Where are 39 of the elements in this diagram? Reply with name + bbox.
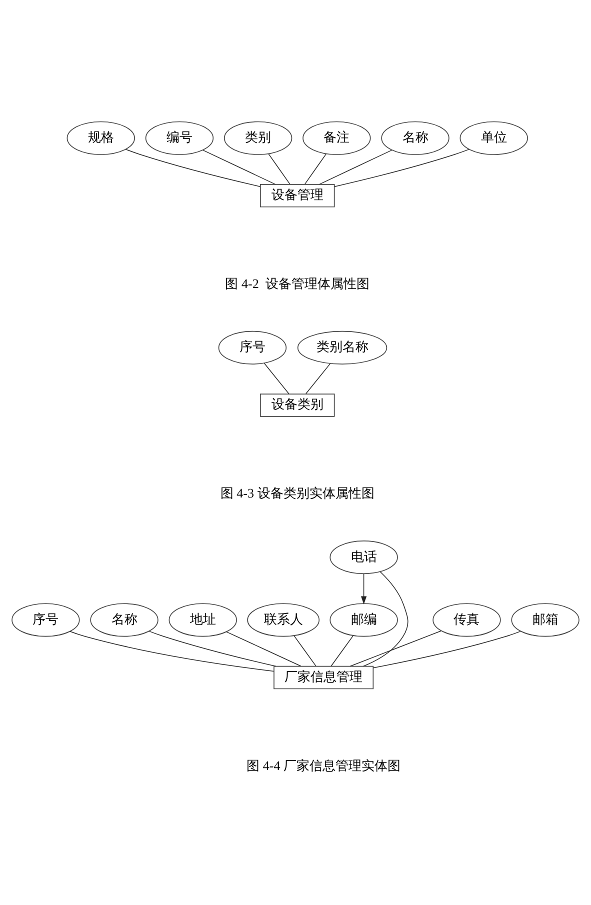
node-box: 厂家信息管理 — [274, 666, 374, 690]
node-ellipse: 邮编 — [330, 603, 398, 637]
node-ellipse: 编号 — [145, 121, 214, 155]
connector — [294, 635, 316, 666]
arrow — [360, 574, 367, 604]
connector — [372, 630, 521, 668]
connector — [330, 635, 354, 667]
node-ellipse: 名称 — [381, 121, 450, 155]
connector — [334, 148, 470, 187]
connector — [319, 150, 392, 185]
connector — [202, 150, 276, 185]
node-ellipse: 电话 — [330, 540, 398, 574]
node-ellipse: 类别 — [224, 121, 292, 155]
connector — [226, 631, 302, 666]
connector — [350, 630, 442, 667]
node-ellipse: 地址 — [168, 603, 237, 637]
connector — [125, 148, 261, 187]
connector — [264, 362, 290, 394]
node-ellipse: 传真 — [432, 603, 501, 637]
node-ellipse: 单位 — [460, 121, 528, 155]
label: 图 4-2 设备管理体属性图 — [225, 276, 370, 292]
connector — [304, 154, 326, 185]
node-ellipse: 序号 — [218, 330, 287, 364]
node-ellipse: 规格 — [66, 121, 135, 155]
node-ellipse: 备注 — [302, 121, 371, 155]
label: 图 4-4 厂家信息管理实体图 — [246, 758, 401, 773]
connector — [306, 363, 331, 394]
connector — [363, 572, 408, 667]
node-ellipse: 名称 — [90, 603, 158, 637]
node-ellipse: 类别名称 — [297, 330, 388, 364]
node-box: 设备管理 — [260, 184, 335, 208]
node-ellipse: 邮箱 — [511, 603, 580, 637]
node-ellipse: 联系人 — [247, 603, 320, 637]
connector — [70, 630, 274, 672]
connector — [268, 154, 290, 185]
connector — [148, 630, 276, 667]
label: 图 4-3 设备类别实体属性图 — [220, 486, 374, 501]
node-box: 设备类别 — [260, 394, 335, 417]
node-ellipse: 序号 — [12, 603, 80, 637]
